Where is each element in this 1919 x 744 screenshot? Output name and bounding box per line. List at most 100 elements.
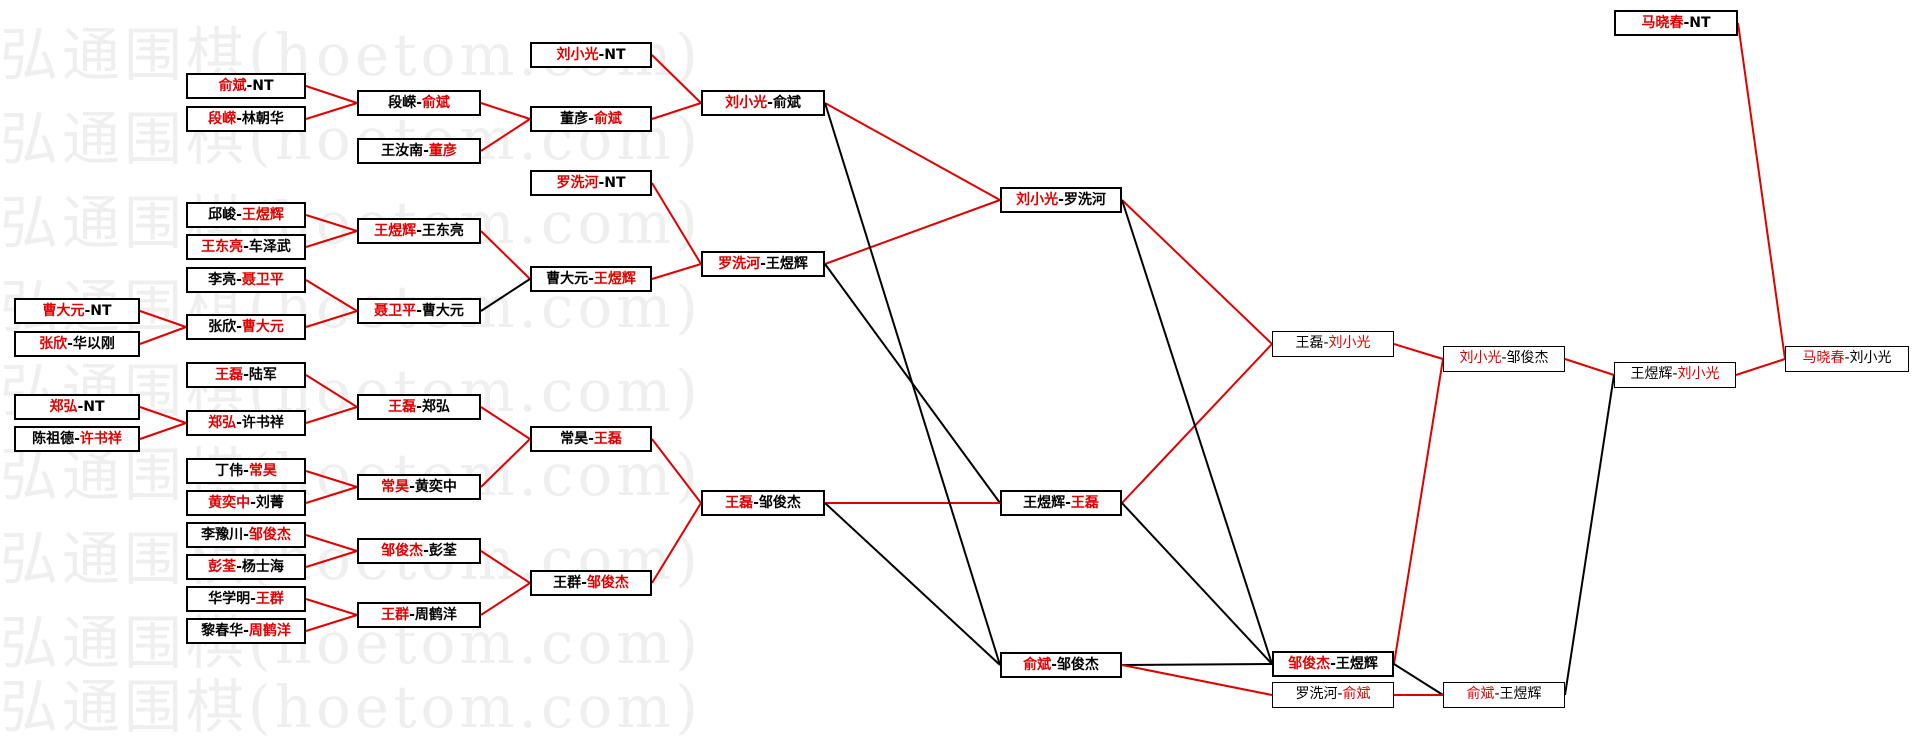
match-box[interactable]: 王群-周鹤洋 [357,602,481,628]
player-other: 王煜辉 [1023,495,1066,511]
bracket-connector [824,102,1001,666]
match-box[interactable]: 董彦-俞斌 [530,106,652,132]
match-box[interactable]: 罗洗河-俞斌 [1272,682,1394,708]
player-other: NT [90,303,112,319]
match-box[interactable]: 张欣-华以刚 [14,331,140,357]
player-winner: 曹大元 [241,319,284,335]
match-box[interactable]: 陈祖德-许书祥 [14,426,140,452]
match-box[interactable]: 李亮-聂卫平 [186,267,306,293]
player-other: 邹俊杰 [758,495,801,511]
match-box[interactable]: 刘小光-邹俊杰 [1443,346,1565,372]
player-winner: 王磊 [1070,495,1099,511]
match-box[interactable]: 王磊-邹俊杰 [701,490,825,516]
player-other: 王东亮 [421,223,464,239]
player-winner: 俞斌 [1023,657,1052,673]
match-box[interactable]: 王煜辉-刘小光 [1614,362,1736,388]
bracket-connector [305,614,358,632]
match-box[interactable]: 王磊-刘小光 [1272,331,1394,357]
match-box[interactable]: 华学明-王群 [186,586,306,612]
bracket-connector [651,502,702,584]
match-box[interactable]: 罗洗河-NT [530,170,652,196]
match-box[interactable]: 罗洗河-王煜辉 [701,251,825,277]
bracket-connector [651,54,702,104]
match-box[interactable]: 王磊-郑弘 [357,394,481,420]
match-box[interactable]: 曹大元-NT [14,298,140,324]
player-winner: 俞斌 [593,111,622,127]
match-box[interactable]: 李豫川-邹俊杰 [186,522,306,548]
player-other: 罗洗河 [1063,192,1106,208]
match-box[interactable]: 张欣-曹大元 [186,314,306,340]
bracket-connector [1393,663,1444,696]
match-box[interactable]: 王汝南-董彦 [357,138,481,164]
match-box[interactable]: 王煜辉-王磊 [1000,490,1122,516]
bracket-connector [651,182,702,265]
player-winner: 曹大元 [42,303,85,319]
match-box[interactable]: 段嵘-俞斌 [357,90,481,116]
bracket-connector [824,502,1001,666]
match-box[interactable]: 郑弘-NT [14,394,140,420]
bracket-connector [1121,199,1273,345]
bracket-connector [139,310,187,328]
player-other: 邹俊杰 [1056,657,1099,673]
player-other: 俞斌 [772,95,801,111]
player-winner: 刘小光 [556,47,599,63]
match-box[interactable]: 俞斌-邹俊杰 [1000,652,1122,678]
match-box[interactable]: 俞斌-王煜辉 [1443,682,1565,708]
player-winner: 王群 [255,591,284,607]
match-box[interactable]: 丁伟-常昊 [186,458,306,484]
bracket-connector [480,582,531,616]
match-box[interactable]: 刘小光-罗洗河 [1000,187,1122,213]
bracket-connector [824,102,1001,201]
bracket-connector [305,279,358,312]
bracket-connector [480,278,531,312]
match-box[interactable]: 黎春华-周鹤洋 [186,618,306,644]
player-winner: 黄奕中 [208,495,251,511]
bracket-connector [651,102,702,120]
bracket-connector [480,102,531,120]
player-other: 邹俊杰 [1506,350,1549,366]
player-other: 刘菁 [255,495,284,511]
player-winner: 俞斌 [1466,686,1495,702]
match-box[interactable]: 马晓春-NT [1614,10,1738,36]
match-box[interactable]: 俞斌-NT [186,73,306,99]
player-winner: 王磊 [388,399,417,415]
player-other: 王汝南 [381,143,424,159]
match-box[interactable]: 王群-邹俊杰 [530,570,652,596]
match-box[interactable]: 聂卫平-曹大元 [357,298,481,324]
player-winner: 马晓春 [1641,15,1684,31]
player-winner: 王煜辉 [593,271,636,287]
match-box[interactable]: 邹俊杰-彭荃 [357,538,481,564]
player-other: 林朝华 [241,111,284,127]
player-other: 王群 [553,575,582,591]
match-box[interactable]: 彭荃-杨士海 [186,554,306,580]
match-box[interactable]: 马晓春-刘小光 [1785,346,1909,372]
bracket-connector [1393,343,1444,360]
match-box[interactable]: 邱峻-王煜辉 [186,202,306,228]
player-winner: 王群 [381,607,410,623]
match-box[interactable]: 王磊-陆军 [186,362,306,388]
bracket-connector [139,326,187,345]
player-other: 杨士海 [241,559,284,575]
match-box[interactable]: 常昊-王磊 [530,426,652,452]
match-box[interactable]: 刘小光-NT [530,42,652,68]
match-box[interactable]: 刘小光-俞斌 [701,90,825,116]
player-other: 周鹤洋 [414,607,457,623]
match-box[interactable]: 邹俊杰-王煜辉 [1272,651,1394,677]
bracket-connector [305,534,358,552]
bracket-connector [1121,343,1273,504]
match-box[interactable]: 王煜辉-王东亮 [357,218,481,244]
match-box[interactable]: 段嵘-林朝华 [186,106,306,132]
player-other: 王煜辉 [1630,366,1673,382]
bracket-connector [305,85,358,104]
match-box[interactable]: 郑弘-许书祥 [186,410,306,436]
bracket-connector [305,406,358,424]
player-other: 常昊 [560,431,589,447]
bracket-connector [305,486,358,504]
match-box[interactable]: 王东亮-车泽武 [186,234,306,260]
match-box[interactable]: 曹大元-王煜辉 [530,266,652,292]
player-winner: 郑弘 [208,415,237,431]
bracket-connector [305,550,358,568]
player-winner: 刘小光 [725,95,768,111]
match-box[interactable]: 常昊-黄奕中 [357,474,481,500]
match-box[interactable]: 黄奕中-刘菁 [186,490,306,516]
